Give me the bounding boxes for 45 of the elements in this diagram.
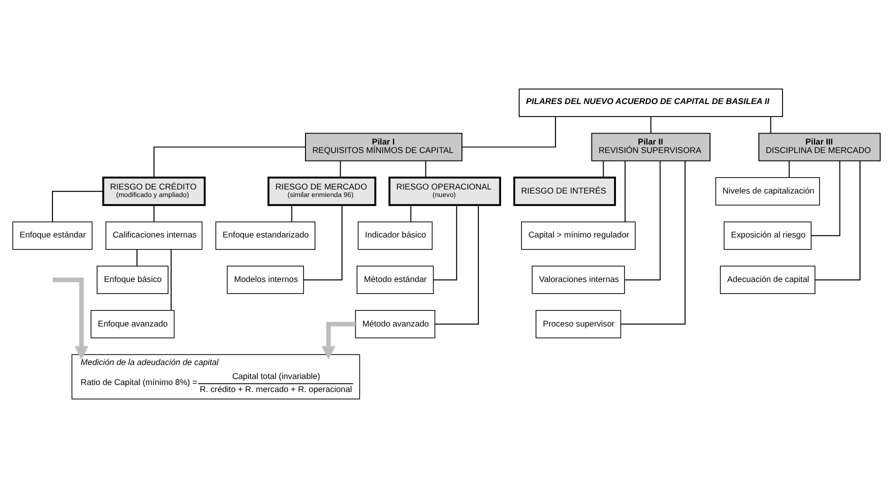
node-box: Método avanzado — [354, 310, 435, 338]
connector — [410, 204, 411, 222]
connector — [461, 116, 556, 148]
node-box: Método estándar — [356, 266, 434, 294]
node-box: Medición de la adeudación de capital Ratio de Capital (mínimo 8%) = Capital total (invariable) R. crédito + R. mercado + R. operacional — [71, 354, 360, 400]
node-box: Capital > mínimo regulador — [520, 221, 636, 250]
connector — [302, 204, 342, 280]
node-box: Pilar I REQUISITOS MÍNIMOS DE CAPITAL — [304, 132, 462, 162]
connector — [136, 248, 137, 266]
node-box: Pilar II REVISIÓN SUPERVISORA — [590, 132, 710, 162]
node-box: Indicador básico — [357, 221, 432, 250]
connector — [290, 204, 292, 222]
node-box: Enfoque avanzado — [90, 310, 174, 338]
node-box: Pilar III DISCIPLINA DE MERCADO — [758, 132, 880, 162]
node-box: Enfoque estándar — [12, 221, 92, 250]
connector — [432, 204, 457, 280]
connector — [424, 160, 426, 178]
node-box: Adecuación de capital — [719, 266, 815, 294]
connector — [51, 190, 103, 222]
connector — [152, 204, 154, 222]
connector — [339, 160, 340, 178]
connector — [810, 160, 840, 236]
arrow — [321, 322, 355, 360]
connector — [434, 204, 478, 325]
node-box: Enfoque básico — [96, 266, 168, 294]
connector — [624, 160, 626, 222]
connector — [602, 160, 604, 178]
connector — [770, 116, 771, 134]
connector — [788, 160, 790, 178]
arrow — [52, 278, 88, 360]
connector — [170, 248, 172, 311]
node-box: Niveles de capitalización — [714, 177, 820, 206]
connector — [650, 116, 651, 134]
connector — [152, 146, 306, 178]
connector — [620, 160, 686, 325]
node-box: Valoraciones internas — [531, 266, 624, 294]
node-box: Exposición al riesgo — [723, 221, 812, 250]
connector — [814, 160, 860, 280]
node-box: Enfoque estandarizado — [214, 221, 315, 250]
connector — [624, 160, 660, 280]
node-box: Proceso supervisor — [535, 310, 621, 338]
node-box: PILARES DEL NUEVO ACUERDO DE CAPITAL DE BASILEA II — [518, 88, 782, 117]
node-box: Calificaciones internas — [105, 221, 202, 250]
node-box: Modelos internos — [226, 266, 304, 294]
node-box: RIESGO DE INTERÉS — [512, 176, 616, 206]
